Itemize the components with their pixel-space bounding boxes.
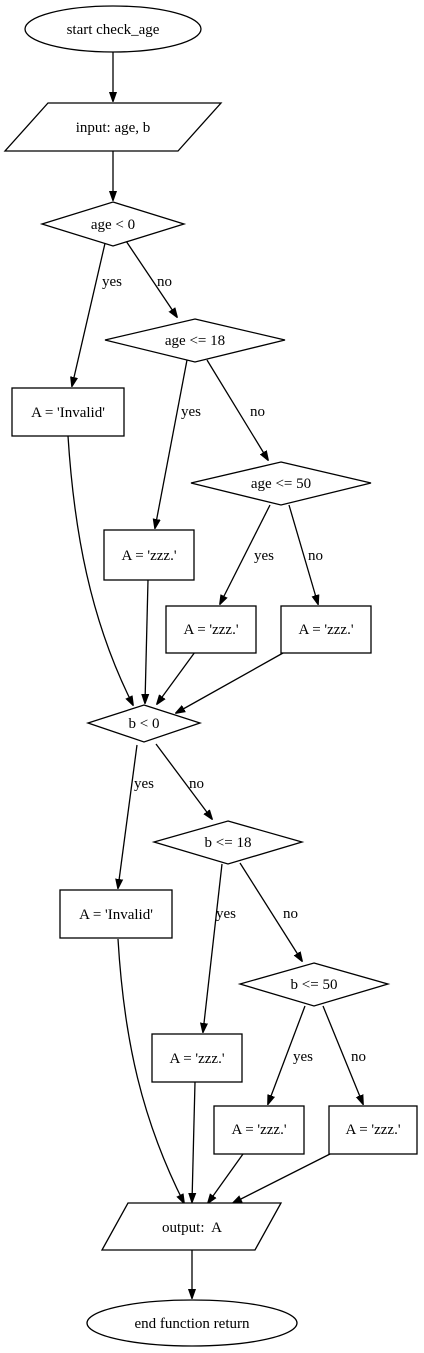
process-b-invalid: A = 'Invalid': [59, 889, 173, 939]
decision-age-le-50: age <= 50: [190, 461, 372, 506]
edges: [67, 52, 363, 1298]
decision-b-le-18: b <= 18: [151, 820, 305, 865]
edge-age-invalid-b-lt-0: [67, 435, 133, 705]
edge-age-zzz-2-b-lt-0: [157, 651, 196, 704]
process-b-zzz-2-label: A = 'zzz.': [231, 1122, 286, 1138]
decision-b-lt-0-label: b < 0: [129, 716, 160, 732]
label-age-le-50-no: no: [308, 548, 323, 564]
label-age-lt-0-yes: yes: [102, 274, 122, 290]
edge-b-lt-0-no: [155, 743, 212, 819]
edge-age-le-50-no: [288, 504, 318, 604]
node-input-label: input: age, b: [76, 120, 151, 136]
decision-age-lt-0-label: age < 0: [91, 217, 135, 233]
edge-b-le-50-yes: [268, 1005, 306, 1104]
process-age-zzz-2-label: A = 'zzz.': [183, 622, 238, 638]
edge-b-invalid-output: [117, 938, 184, 1203]
process-age-zzz-2: A = 'zzz.': [165, 605, 257, 654]
edge-age-lt-0-no: [123, 237, 177, 317]
edge-b-lt-0-yes: [118, 744, 138, 888]
process-age-invalid: A = 'Invalid': [11, 387, 125, 437]
edge-age-le-18-yes: [155, 359, 188, 528]
decision-age-le-18: age <= 18: [104, 318, 286, 363]
label-age-le-18-no: no: [250, 404, 265, 420]
label-age-le-50-yes: yes: [254, 548, 274, 564]
node-start: start check_age: [24, 5, 202, 53]
nodes: start check_age input: age, b age < 0 A …: [3, 5, 418, 1347]
process-age-zzz-3: A = 'zzz.': [280, 605, 372, 654]
edge-b-le-18-no: [239, 862, 302, 961]
process-b-zzz-3-label: A = 'zzz.': [345, 1122, 400, 1138]
process-b-invalid-label: A = 'Invalid': [79, 907, 153, 923]
decision-b-le-18-label: b <= 18: [205, 835, 252, 851]
node-end: end function return: [86, 1299, 298, 1347]
node-output-label: output: A: [162, 1220, 222, 1236]
edge-b-zzz-3-output: [233, 1153, 331, 1203]
edge-age-zzz-3-b-lt-0: [176, 652, 284, 713]
decision-b-le-50-label: b <= 50: [291, 977, 338, 993]
process-age-invalid-label: A = 'Invalid': [31, 405, 105, 421]
edge-b-le-50-no: [322, 1005, 363, 1104]
label-b-le-18-yes: yes: [216, 906, 236, 922]
label-b-lt-0-yes: yes: [134, 776, 154, 792]
edge-b-zzz-1-output: [192, 1081, 195, 1202]
edge-age-le-18-no: [206, 359, 268, 460]
decision-b-lt-0: b < 0: [85, 704, 203, 743]
process-b-zzz-1-label: A = 'zzz.': [169, 1051, 224, 1067]
process-b-zzz-1: A = 'zzz.': [151, 1033, 243, 1083]
process-b-zzz-2: A = 'zzz.': [213, 1105, 305, 1155]
label-b-le-50-yes: yes: [293, 1049, 313, 1065]
decision-b-le-50: b <= 50: [237, 962, 391, 1007]
edge-b-zzz-2-output: [208, 1153, 244, 1203]
label-b-le-50-no: no: [351, 1049, 366, 1065]
edge-labels: yes no yes no yes no yes no yes no yes n…: [102, 274, 366, 1065]
decision-age-le-18-label: age <= 18: [165, 333, 225, 349]
label-b-lt-0-no: no: [189, 776, 204, 792]
edge-age-le-50-yes: [220, 504, 271, 604]
node-output: output: A: [100, 1202, 283, 1251]
process-age-zzz-1-label: A = 'zzz.': [121, 548, 176, 564]
decision-age-le-50-label: age <= 50: [251, 476, 311, 492]
label-age-lt-0-no: no: [157, 274, 172, 290]
process-age-zzz-3-label: A = 'zzz.': [298, 622, 353, 638]
process-b-zzz-3: A = 'zzz.': [328, 1105, 418, 1155]
edge-age-zzz-1-b-lt-0: [145, 579, 148, 703]
node-end-label: end function return: [135, 1316, 250, 1332]
node-start-label: start check_age: [67, 22, 160, 38]
decision-age-lt-0: age < 0: [39, 201, 187, 247]
label-b-le-18-no: no: [283, 906, 298, 922]
process-age-zzz-1: A = 'zzz.': [103, 529, 195, 581]
node-input: input: age, b: [3, 102, 223, 152]
label-age-le-18-yes: yes: [181, 404, 201, 420]
edge-b-le-18-yes: [203, 863, 223, 1032]
edge-age-lt-0-yes: [72, 238, 107, 386]
